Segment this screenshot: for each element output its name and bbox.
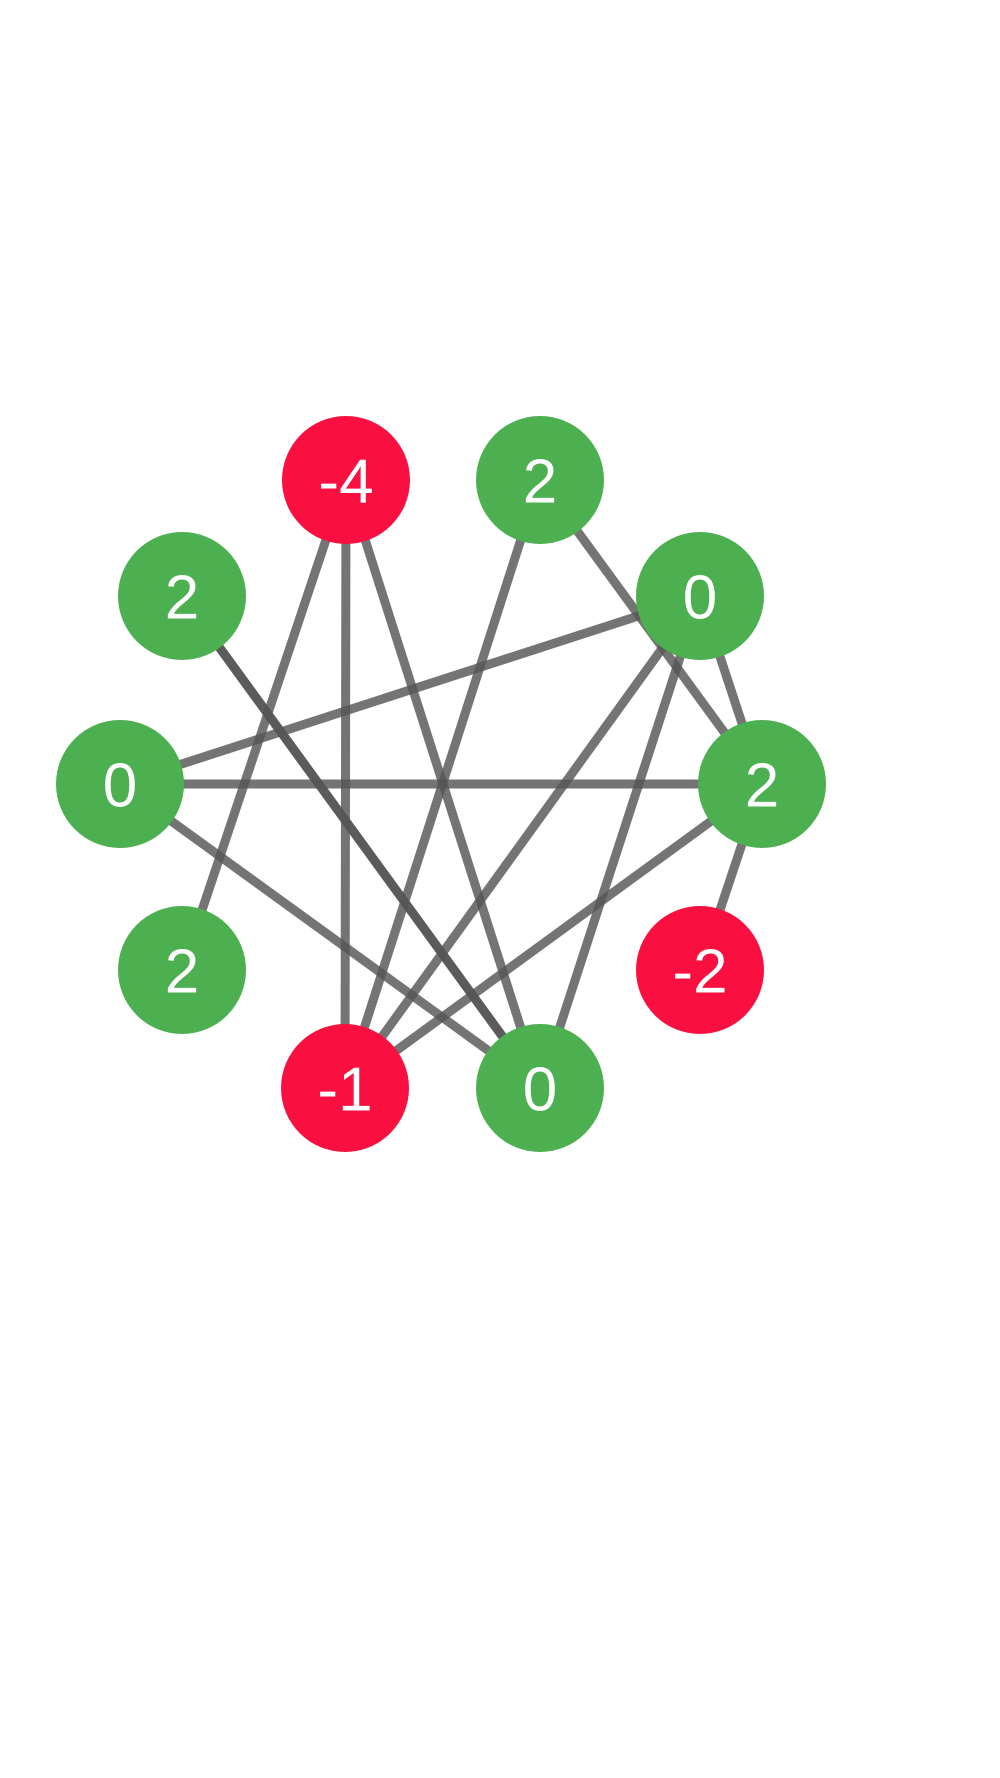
node-value-label: -2 [672, 938, 727, 1007]
node-value-label: 2 [745, 752, 779, 821]
graph-node[interactable]: 2 [118, 906, 246, 1034]
node-circle[interactable] [698, 720, 826, 848]
node-value-label: -1 [317, 1056, 372, 1125]
graph-node[interactable]: -2 [636, 906, 764, 1034]
graph-node[interactable]: 2 [118, 532, 246, 660]
node-circle[interactable] [636, 906, 764, 1034]
node-value-label: 0 [683, 564, 717, 633]
node-value-label: 2 [165, 938, 199, 1007]
node-value-label: 0 [103, 752, 137, 821]
edge-zero-bottom-to-zero-upperright [535, 594, 705, 1090]
edge-two-lowerleft-to-neg4 [177, 478, 351, 972]
node-value-label: 2 [165, 564, 199, 633]
node-value-label: -4 [318, 448, 373, 517]
node-circle[interactable] [476, 1024, 604, 1152]
edge-zero-upperright-to-neg1 [341, 593, 704, 1091]
graph-node[interactable]: 2 [476, 416, 604, 544]
nodes-layer: -4 2 2 0 0 2 2 -2 -1 0 [56, 416, 826, 1152]
edge-two-right-to-neg1 [342, 780, 765, 1092]
node-circle[interactable] [476, 416, 604, 544]
edge-zero-left-to-zero-bottom [117, 780, 543, 1092]
edge-zero-upperright-to-zero-left [118, 591, 702, 789]
graph-node[interactable]: -1 [281, 1024, 409, 1152]
graph-node[interactable]: 0 [56, 720, 184, 848]
node-circle[interactable] [118, 906, 246, 1034]
edge-two-upperleft-down-right [178, 593, 544, 1091]
graph-node[interactable]: 2 [698, 720, 826, 848]
node-circle[interactable] [118, 532, 246, 660]
graph-node[interactable]: 0 [636, 532, 764, 660]
graph-node[interactable]: -4 [282, 416, 410, 544]
graph-node[interactable]: 0 [476, 1024, 604, 1152]
node-circle[interactable] [282, 416, 410, 544]
node-value-label: 0 [523, 1056, 557, 1125]
node-circle[interactable] [636, 532, 764, 660]
node-circle[interactable] [281, 1024, 409, 1152]
node-circle[interactable] [56, 720, 184, 848]
node-value-label: 2 [523, 448, 557, 517]
